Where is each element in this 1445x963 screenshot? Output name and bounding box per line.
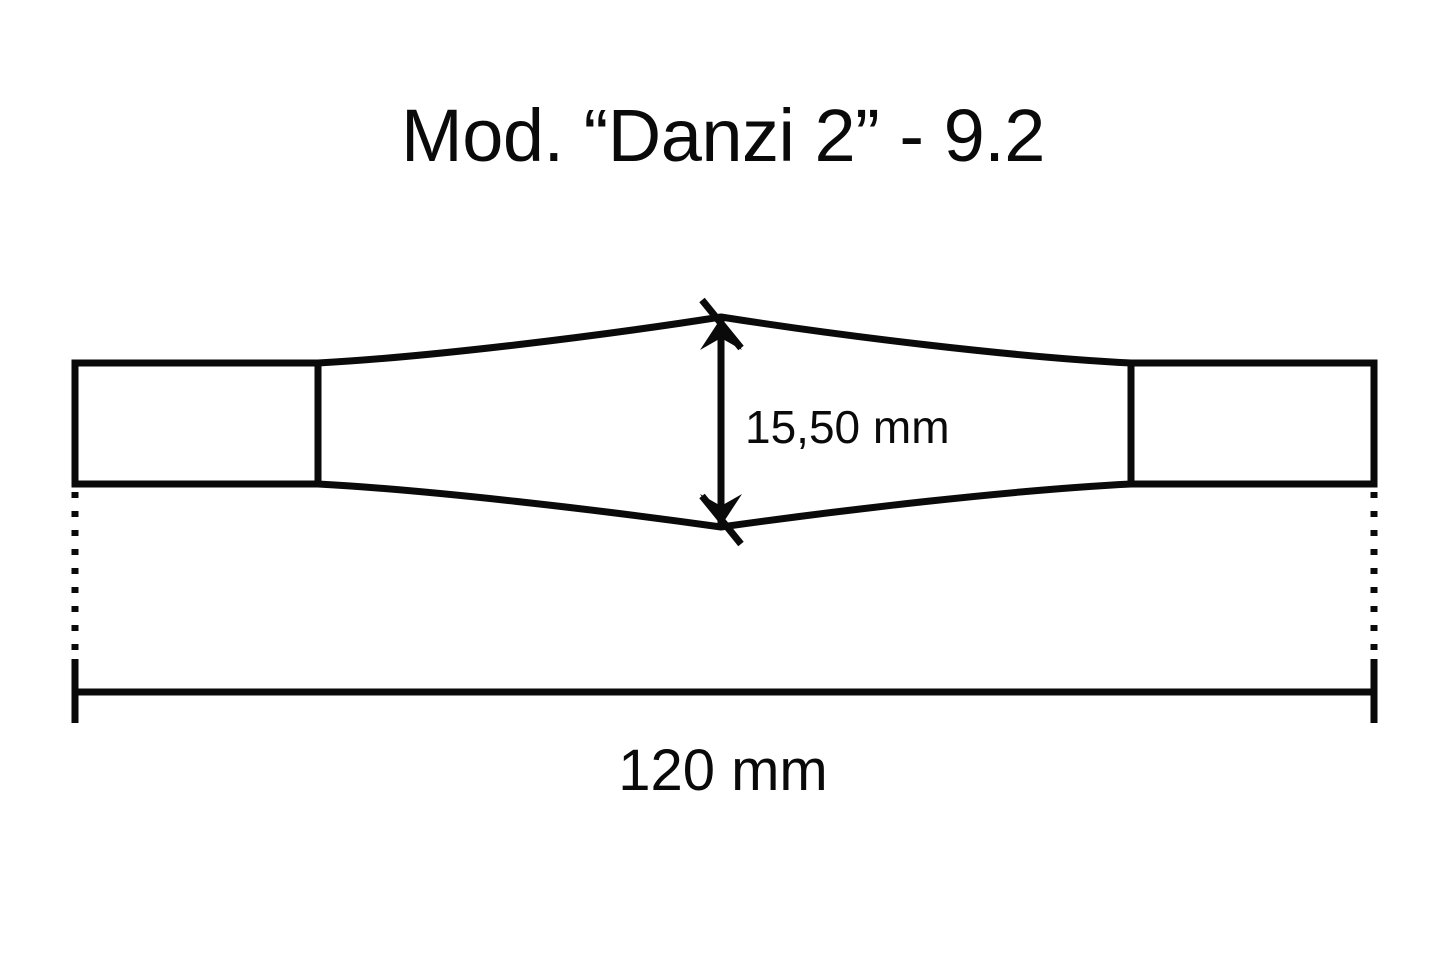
arrow-up-icon xyxy=(700,318,742,350)
arrow-down-icon xyxy=(700,494,742,526)
page-title: Mod. “Danzi 2” - 9.2 xyxy=(401,94,1045,177)
right-end-block xyxy=(1127,359,1378,488)
left-end-block xyxy=(71,359,322,488)
height-dimension-label: 15,50 mm xyxy=(745,401,950,453)
extension-lines xyxy=(71,492,1378,656)
vertical-dimension: 15,50 mm xyxy=(699,297,950,547)
width-dimension-label: 120 mm xyxy=(618,738,828,803)
horizontal-dimension: 120 mm xyxy=(71,659,1378,803)
